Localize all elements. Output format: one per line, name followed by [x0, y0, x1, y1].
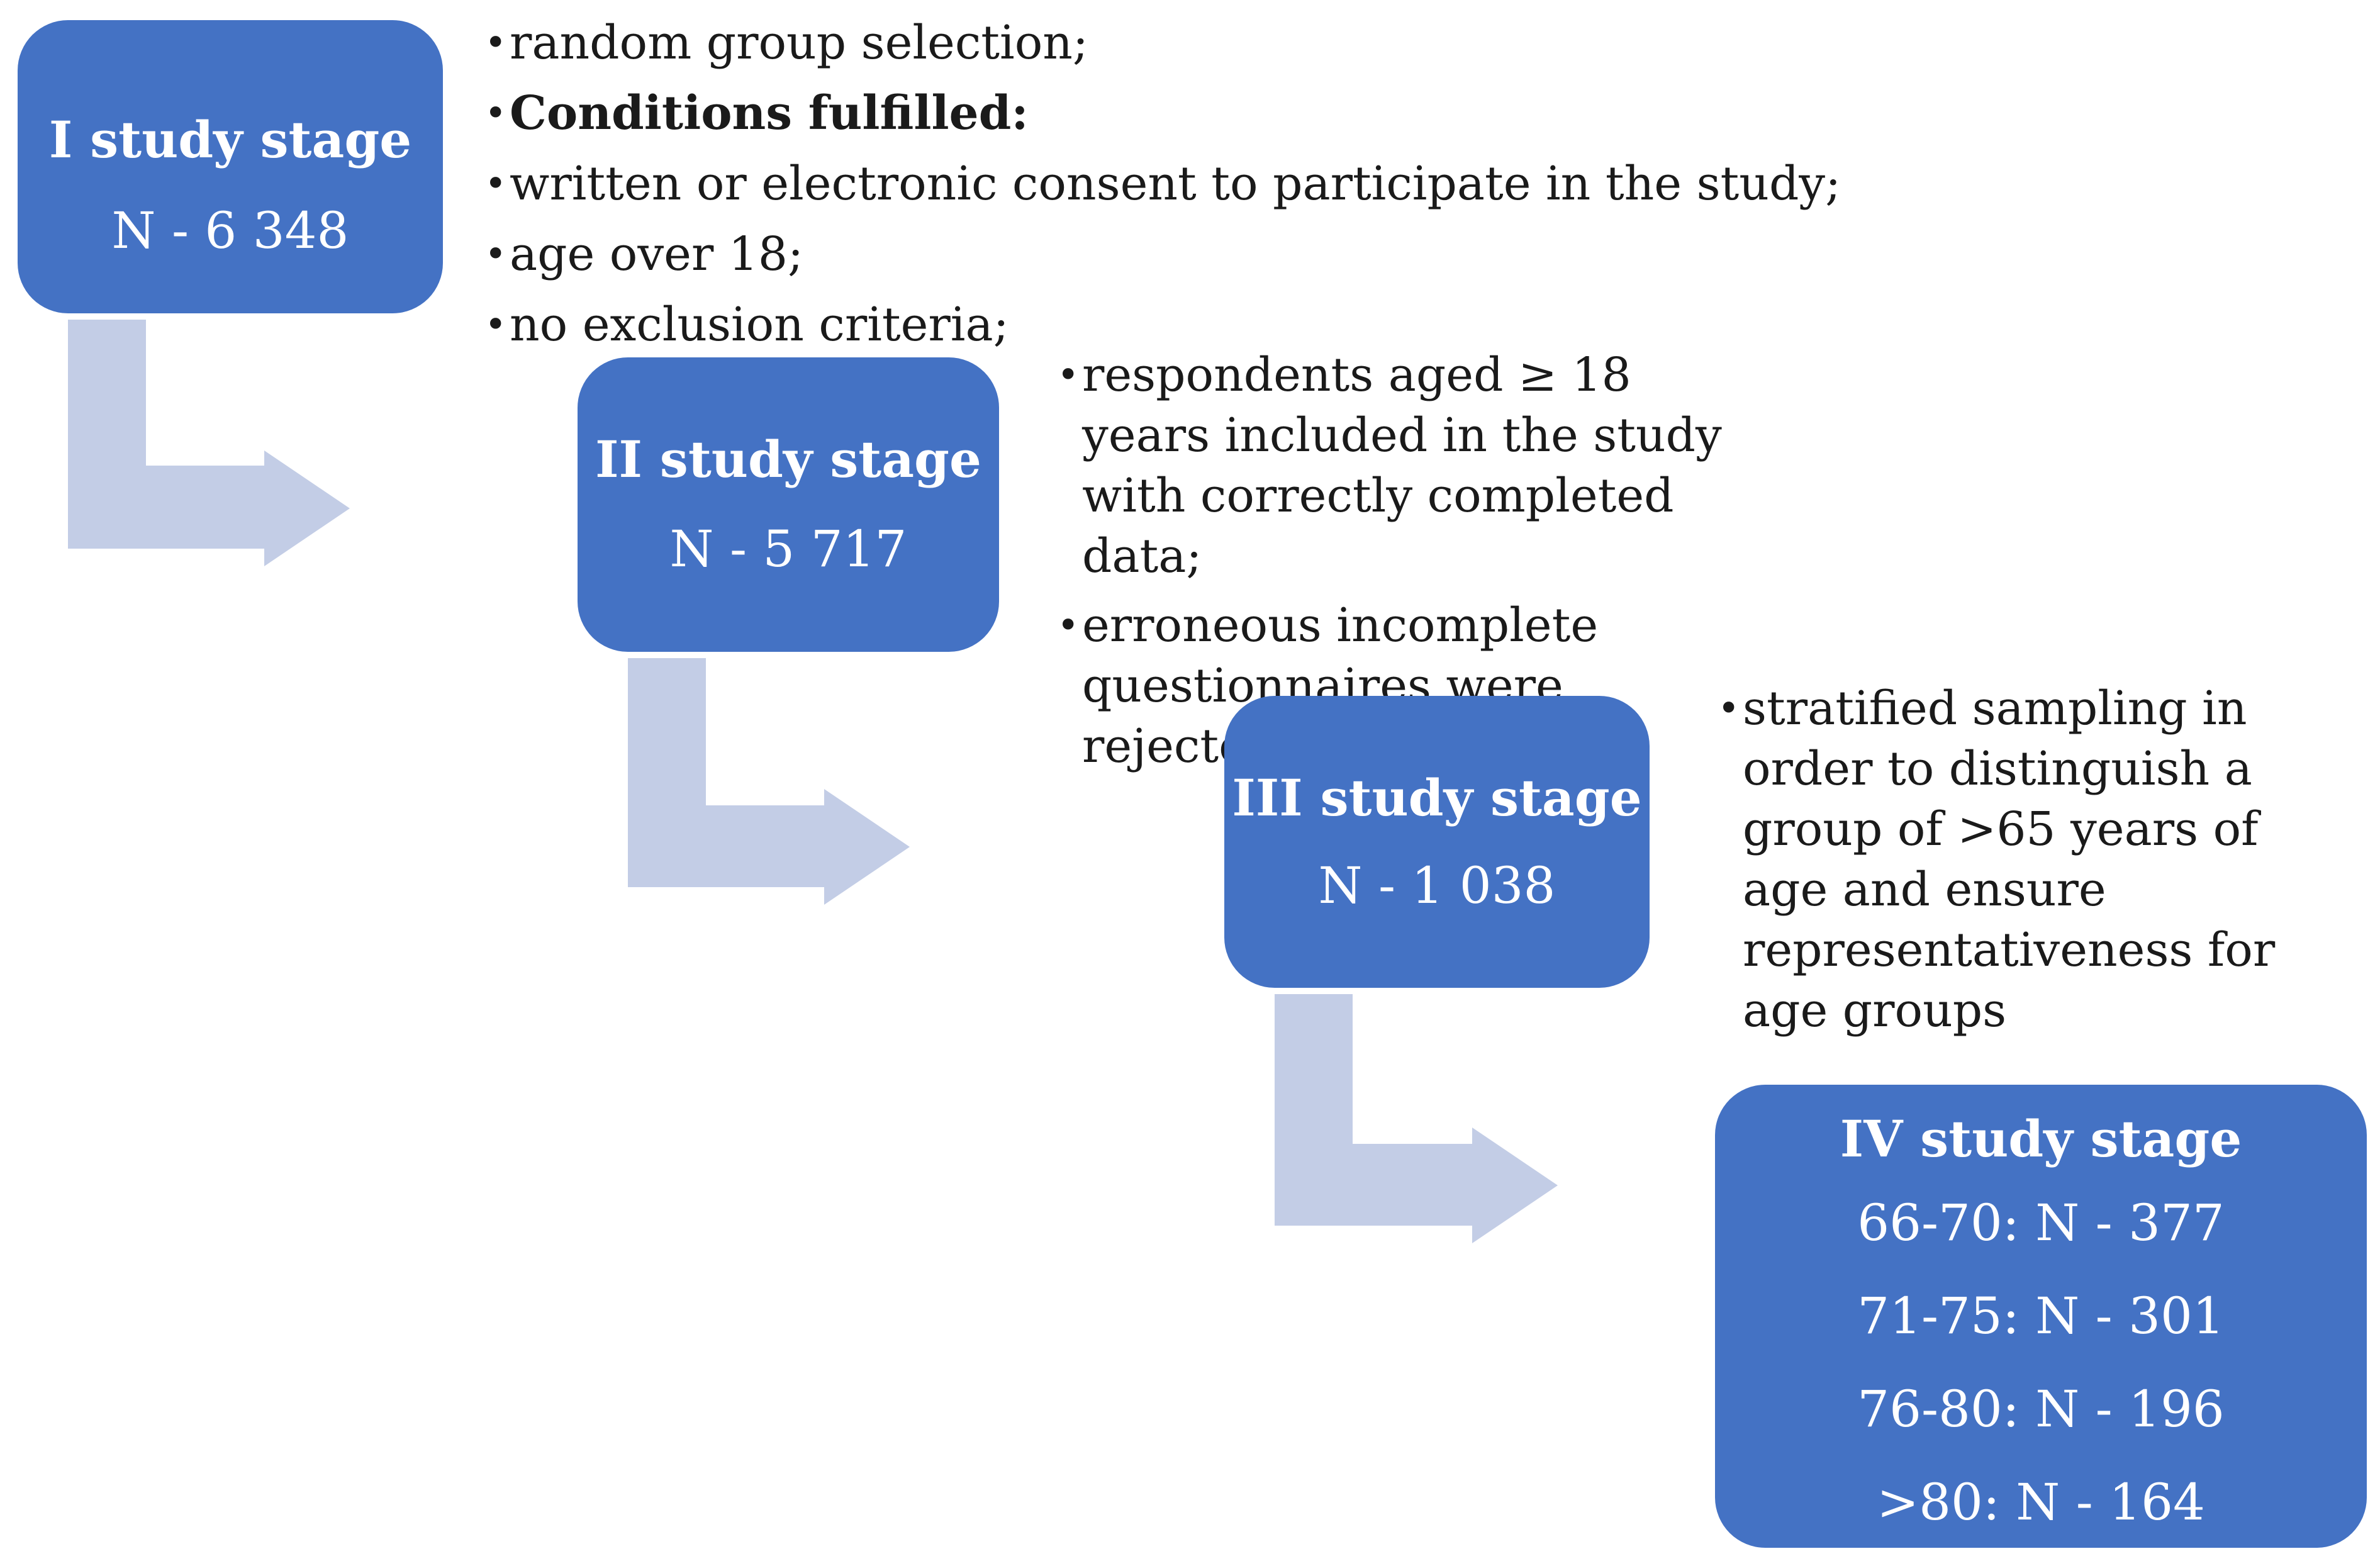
stage-2-box: II study stage N - 5 717 [578, 357, 999, 652]
criterion-text: no exclusion criteria; [510, 298, 1009, 352]
stage-1-title: I study stage [48, 110, 412, 169]
bullet-dot-icon: • [484, 303, 507, 347]
stage-4-age-over-80: >80: N - 164 [1877, 1473, 2205, 1531]
criterion-text: age over 18; [510, 227, 803, 281]
criterion-text: erroneous incomplete questionnaires were… [1082, 598, 1599, 773]
stage-2-criteria-list: •respondents aged ≥ 18 years included in… [1057, 345, 1736, 785]
stage-4-age-76-80: 76-80: N - 196 [1857, 1380, 2225, 1438]
stage-4-age-71-75: 71-75: N - 301 [1857, 1287, 2225, 1345]
arrow-stage2-to-stage3 [628, 658, 910, 905]
criterion-text: random group selection; [510, 16, 1088, 70]
stage-1-criteria-list: •random group selection;•Conditions fulf… [484, 13, 1841, 365]
arrow-stage3-to-stage4 [1275, 994, 1558, 1243]
bullet-dot-icon: • [1718, 686, 1740, 730]
stage-3-criteria-list: •stratified sampling in order to disting… [1718, 678, 2321, 1041]
stage-1-box: I study stage N - 6 348 [18, 20, 443, 313]
stage-3-count: N - 1 038 [1318, 856, 1556, 915]
stage-2-criterion-item: •respondents aged ≥ 18 years included in… [1057, 345, 1736, 586]
stage-4-box: IV study stage 66-70: N - 377 71-75: N -… [1715, 1085, 2367, 1548]
stage-2-title: II study stage [595, 430, 981, 489]
stage-1-criterion-item: •Conditions fulfilled: [484, 83, 1841, 143]
criterion-text: written or electronic consent to partici… [510, 157, 1841, 211]
stage-2-criterion-item: •erroneous incomplete questionnaires wer… [1057, 595, 1736, 776]
stage-2-count: N - 5 717 [669, 520, 907, 578]
criterion-text: respondents aged ≥ 18 years included in … [1082, 348, 1722, 583]
stage-1-count: N - 6 348 [111, 201, 349, 260]
bullet-dot-icon: • [484, 162, 507, 206]
criterion-text: Conditions fulfilled: [510, 86, 1029, 140]
stage-3-title: III study stage [1232, 768, 1642, 827]
criterion-text: stratified sampling in order to distingu… [1743, 681, 2276, 1038]
bullet-dot-icon: • [484, 21, 507, 65]
stage-3-criterion-item: •stratified sampling in order to disting… [1718, 678, 2321, 1041]
stage-1-criterion-item: •written or electronic consent to partic… [484, 154, 1841, 214]
bullet-dot-icon: • [1057, 353, 1080, 397]
stage-3-box: III study stage N - 1 038 [1224, 696, 1650, 988]
arrow-stage1-to-stage2 [68, 320, 350, 566]
bullet-dot-icon: • [484, 232, 507, 276]
stage-4-age-66-70: 66-70: N - 377 [1857, 1194, 2225, 1252]
stage-1-criterion-item: •random group selection; [484, 13, 1841, 73]
bullet-dot-icon: • [1057, 603, 1080, 647]
stage-1-criterion-item: •age over 18; [484, 224, 1841, 284]
stage-4-title: IV study stage [1840, 1109, 2242, 1168]
bullet-dot-icon: • [484, 91, 507, 135]
stage-1-criterion-item: •no exclusion criteria; [484, 294, 1841, 355]
